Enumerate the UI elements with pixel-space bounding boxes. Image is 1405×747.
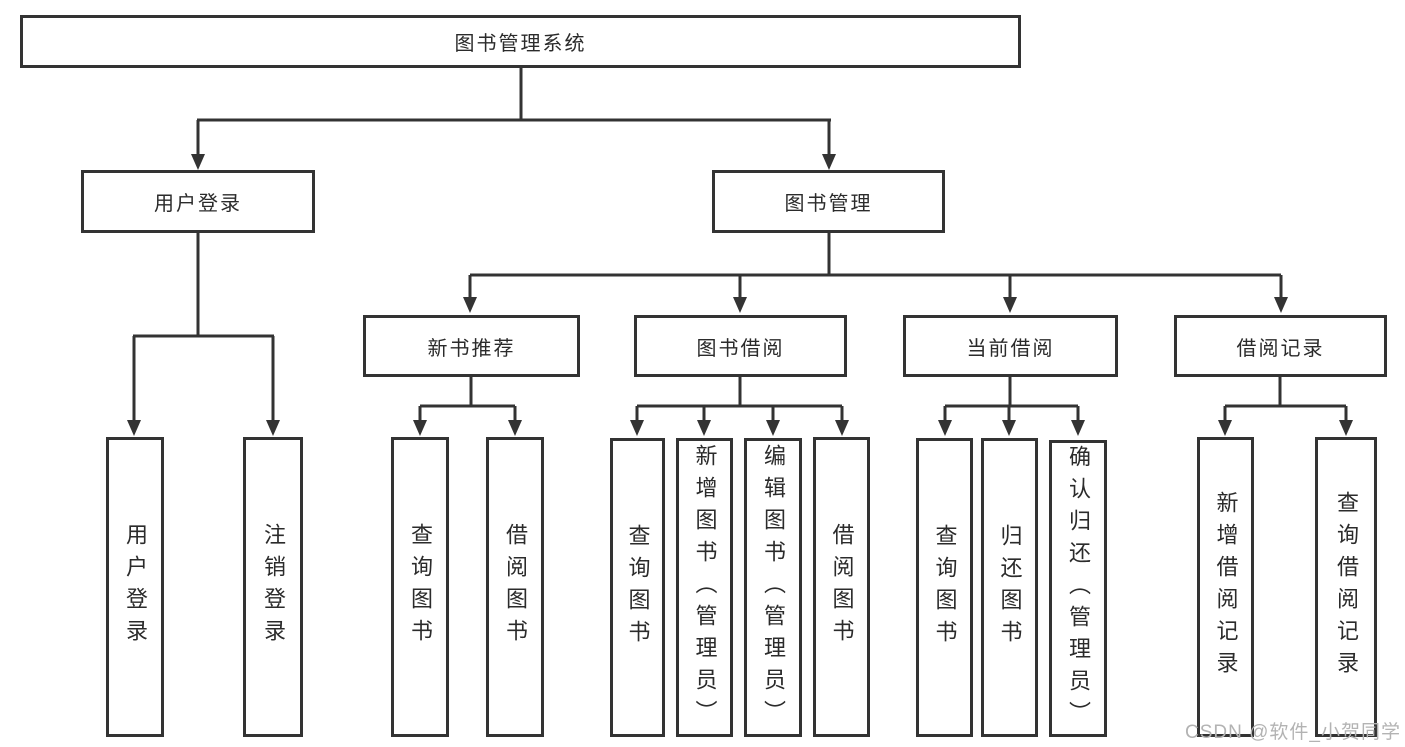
leaf-edit-books-admin: 编辑图书（管理员） [744, 438, 802, 737]
node-borrowing-records: 借阅记录 [1174, 315, 1387, 377]
connector-user-login-to-leaves [127, 233, 280, 436]
connector-borrow-record-to-leaves [1218, 377, 1353, 436]
node-book-management: 图书管理 [712, 170, 945, 233]
leaf-query-borrow-record: 查询借阅记录 [1315, 437, 1377, 737]
node-book-borrowing: 图书借阅 [634, 315, 847, 377]
leaf-recommend-query-books: 查询图书 [391, 437, 449, 737]
leaf-recommend-borrow-books: 借阅图书 [486, 437, 544, 737]
leaf-label: 查询图书 [625, 523, 651, 652]
leaf-label: 查询图书 [932, 523, 958, 652]
leaf-label: 新增图书（管理员） [692, 443, 718, 732]
node-user-login: 用户登录 [81, 170, 315, 233]
leaf-label: 注销登录 [261, 523, 286, 651]
leaf-return-books: 归还图书 [981, 438, 1038, 737]
leaf-label: 用户登录 [123, 523, 148, 651]
connector-current-borrow-to-leaves [938, 377, 1085, 436]
leaf-user-login: 用户登录 [106, 437, 164, 737]
leaf-add-borrow-record: 新增借阅记录 [1197, 437, 1254, 737]
node-library-management-system: 图书管理系统 [20, 15, 1021, 68]
leaf-borrow-borrow-books: 借阅图书 [813, 437, 870, 737]
csdn-watermark: CSDN @软件_小贺同学 [1185, 722, 1401, 743]
connector-root-to-level2 [191, 68, 836, 170]
leaf-label: 新增借阅记录 [1213, 491, 1239, 683]
connector-book-borrow-to-leaves [630, 377, 849, 436]
leaf-add-books-admin: 新增图书（管理员） [676, 438, 733, 737]
leaf-label: 归还图书 [997, 523, 1023, 652]
leaf-label: 编辑图书（管理员） [761, 443, 786, 732]
leaf-label: 借阅图书 [829, 523, 855, 651]
node-new-book-recommendation: 新书推荐 [363, 315, 580, 377]
leaf-current-query-books: 查询图书 [916, 438, 973, 737]
leaf-confirm-return-admin: 确认归还（管理员） [1049, 440, 1107, 737]
leaf-label: 查询图书 [408, 523, 433, 651]
leaf-label: 查询借阅记录 [1334, 491, 1359, 683]
node-current-borrowing: 当前借阅 [903, 315, 1118, 377]
leaf-logout: 注销登录 [243, 437, 303, 737]
leaf-label: 借阅图书 [503, 523, 528, 651]
connector-book-mgmt-to-level3 [463, 233, 1288, 313]
leaf-label: 确认归还（管理员） [1066, 444, 1091, 733]
connector-new-book-rec-to-leaves [413, 377, 522, 436]
leaf-borrow-query-books: 查询图书 [610, 438, 665, 737]
